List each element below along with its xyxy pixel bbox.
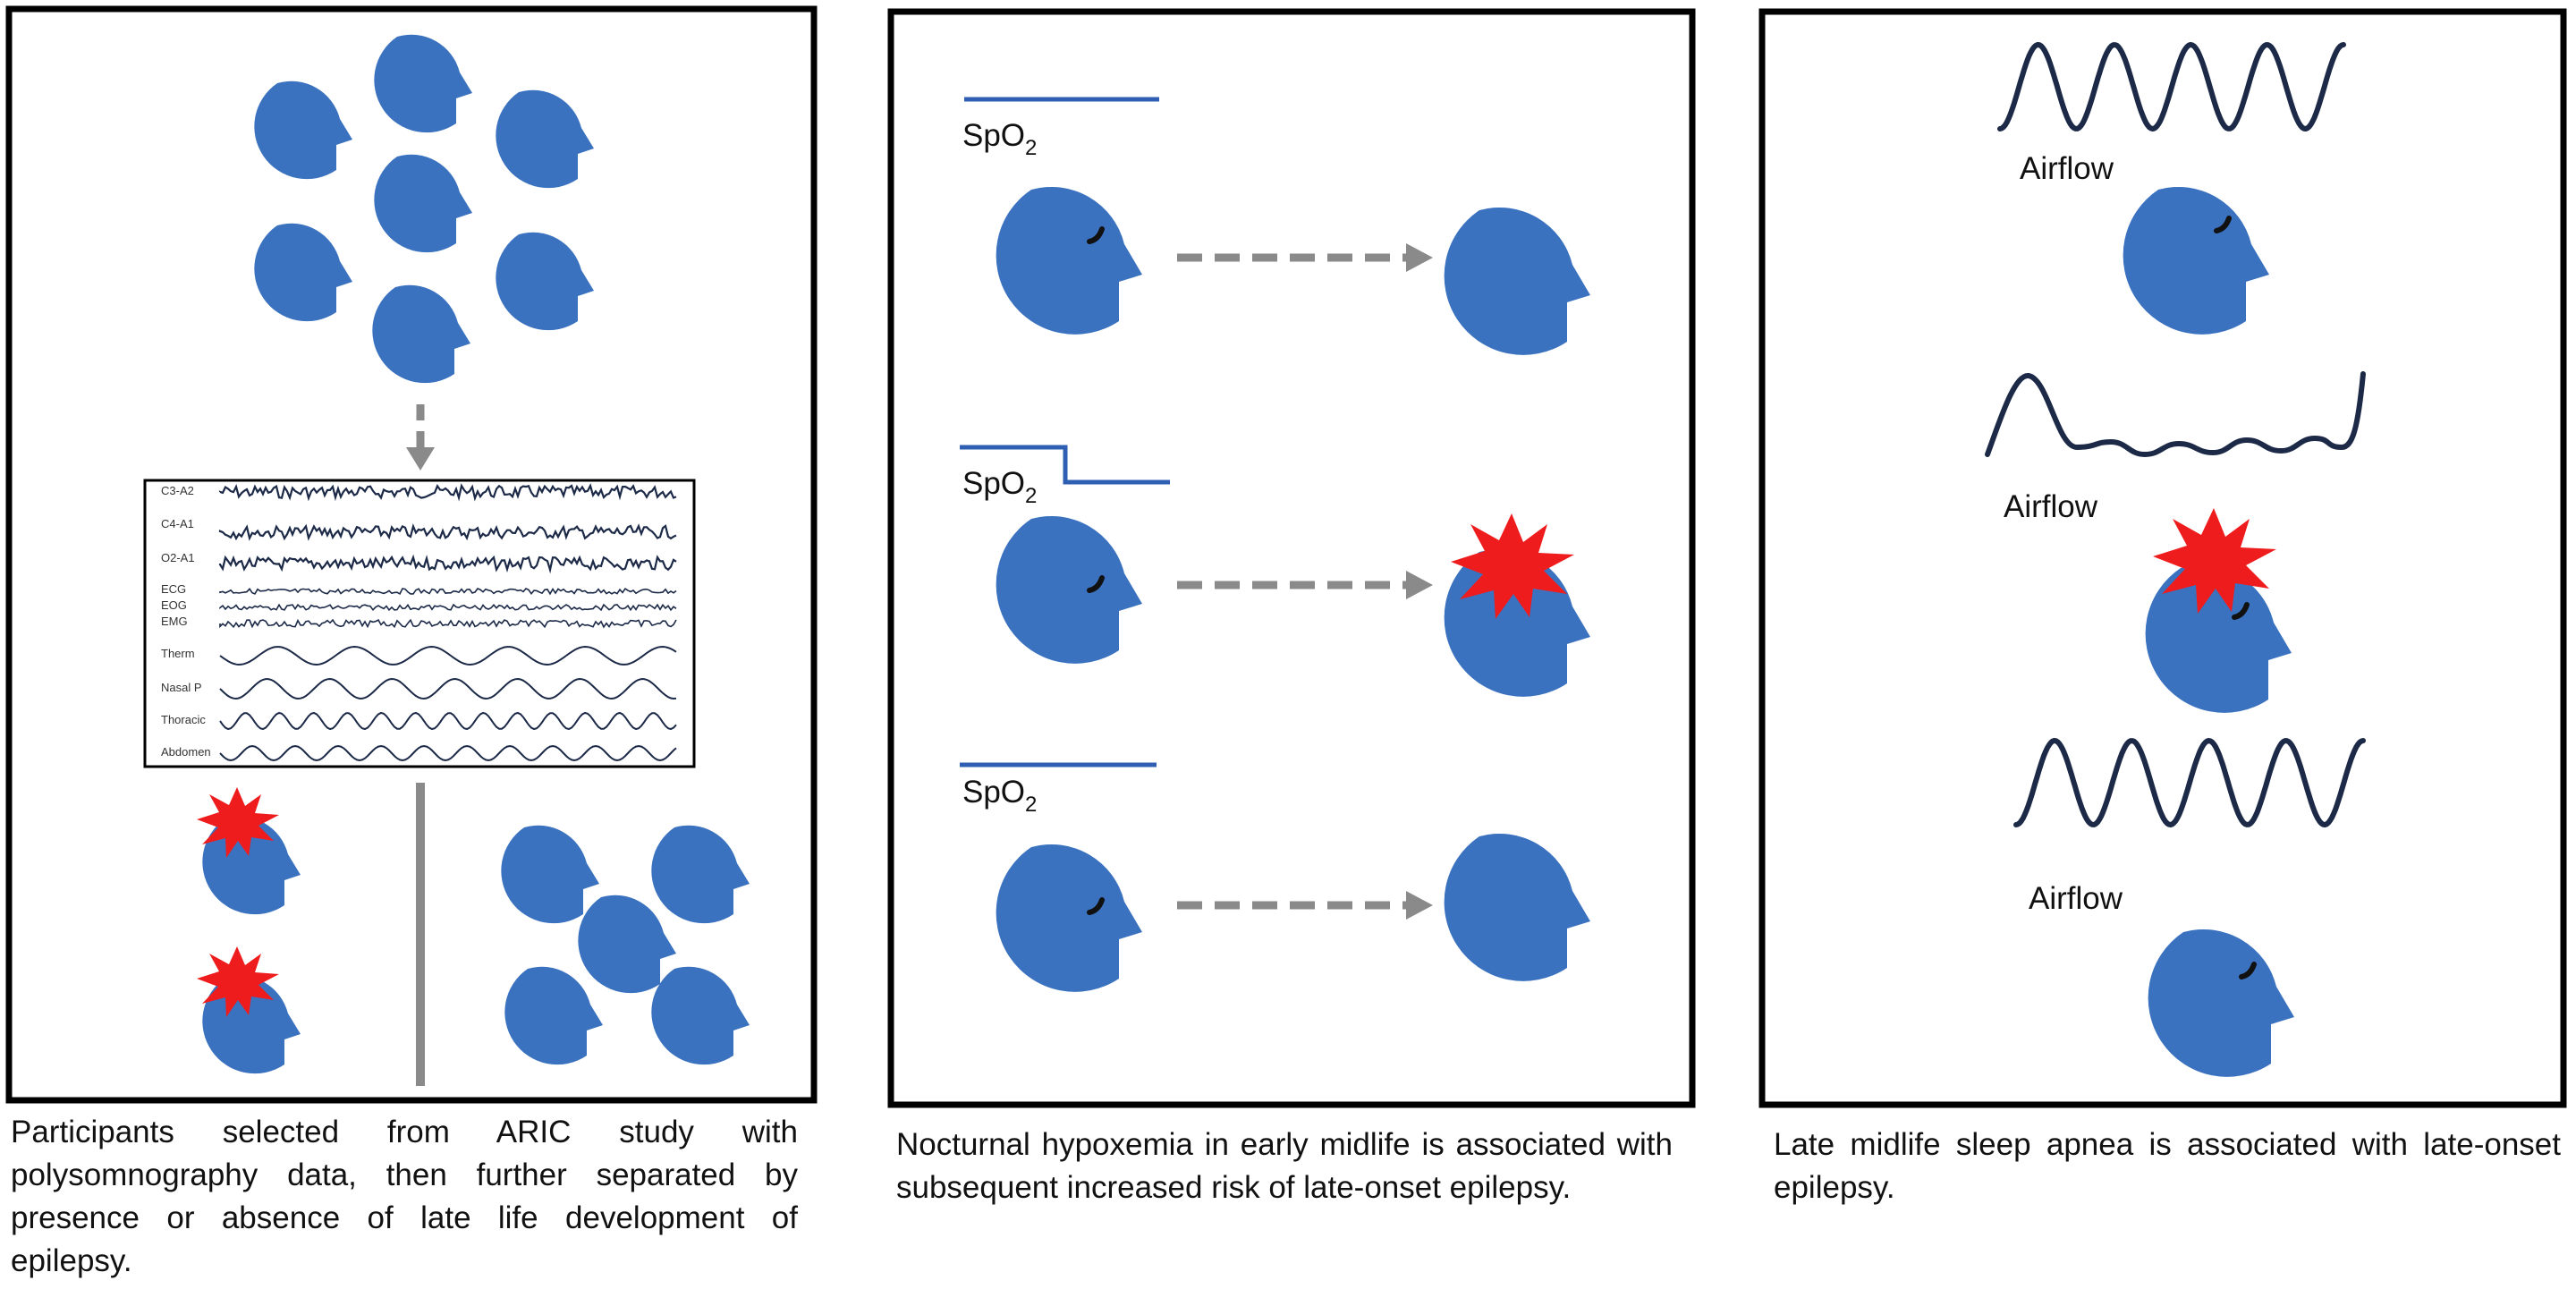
trace-label: C3-A2 [161,484,194,497]
psg-traces [218,483,677,762]
trace-label: EMG [161,615,188,628]
participant-head-icon [374,34,472,133]
head-icon [1444,207,1590,355]
trace-label: Abdomen [161,745,211,759]
respiratory-trace [219,711,677,731]
airflow-label: Airflow [2029,881,2123,916]
participant-head-icon [578,895,676,994]
airflow-label: Airflow [2020,151,2114,186]
head-icon [996,515,1142,664]
panel1-frame [5,5,818,1104]
no-epilepsy-group [501,825,750,1065]
spo2-line-drop [960,445,1170,485]
participant-head-icon [496,232,594,331]
participant-head-icon [504,966,603,1065]
participant-head-icon [372,284,470,384]
panel1-caption: Participants selected from ARIC study wi… [11,1115,798,1278]
spo2-label: SpO2 [962,466,1037,508]
spo2-label: SpO2 [962,118,1037,160]
trace-label: ECG [161,582,186,596]
trace-label: Therm [161,647,195,660]
head-icon [2123,186,2269,335]
participant-head-icon [254,81,352,180]
participant-head-icon [651,825,750,924]
eeg-trace [218,554,677,574]
eeg-trace [219,603,677,612]
participant-head-icon [254,223,352,322]
airflow-normal-wave [1997,41,2346,132]
head-icon [1444,833,1590,981]
airflow-normal-wave [2013,737,2366,828]
airflow-waves [1985,41,2366,828]
airflow-apnea-wave [1985,371,2366,458]
respiratory-trace [219,677,677,700]
dashed-arrow [1177,571,1433,599]
participant-head-icon [496,89,594,189]
spo2-label: SpO2 [962,775,1037,817]
respiratory-trace [219,744,677,762]
eeg-trace [218,483,677,502]
respiratory-trace [219,645,677,666]
panel3-frame [1758,8,2567,1108]
trace-label: C4-A1 [161,517,194,530]
dashed-arrow [1177,891,1433,920]
panel2-caption: Nocturnal hypoxemia in early midlife is … [896,1127,1673,1205]
down-arrow [406,404,435,471]
panel3-caption: Late midlife sleep apnea is associated w… [1774,1127,2561,1205]
epilepsy-group [197,787,301,1074]
dashed-arrow [1177,243,1433,272]
trace-label: O2-A1 [161,551,195,564]
participant-head-icon [651,966,750,1065]
polysomnography-chart: C3-A2 C4-A1 O2-A1 ECG EOG EMG Therm Nasa… [143,479,696,768]
airflow-label: Airflow [2004,489,2098,524]
eeg-trace [219,587,677,596]
participant-group [254,34,594,384]
eeg-trace [218,522,677,541]
trace-label: EOG [161,598,187,612]
trace-label: Nasal P [161,681,202,694]
panel2-frame [887,8,1696,1108]
eeg-trace [219,618,677,629]
head-icon [996,844,1142,992]
head-icon [2148,929,2294,1077]
head-icon [996,186,1142,335]
trace-label: Thoracic [161,713,206,726]
participant-head-icon [374,154,472,253]
participant-head-icon [501,825,599,924]
